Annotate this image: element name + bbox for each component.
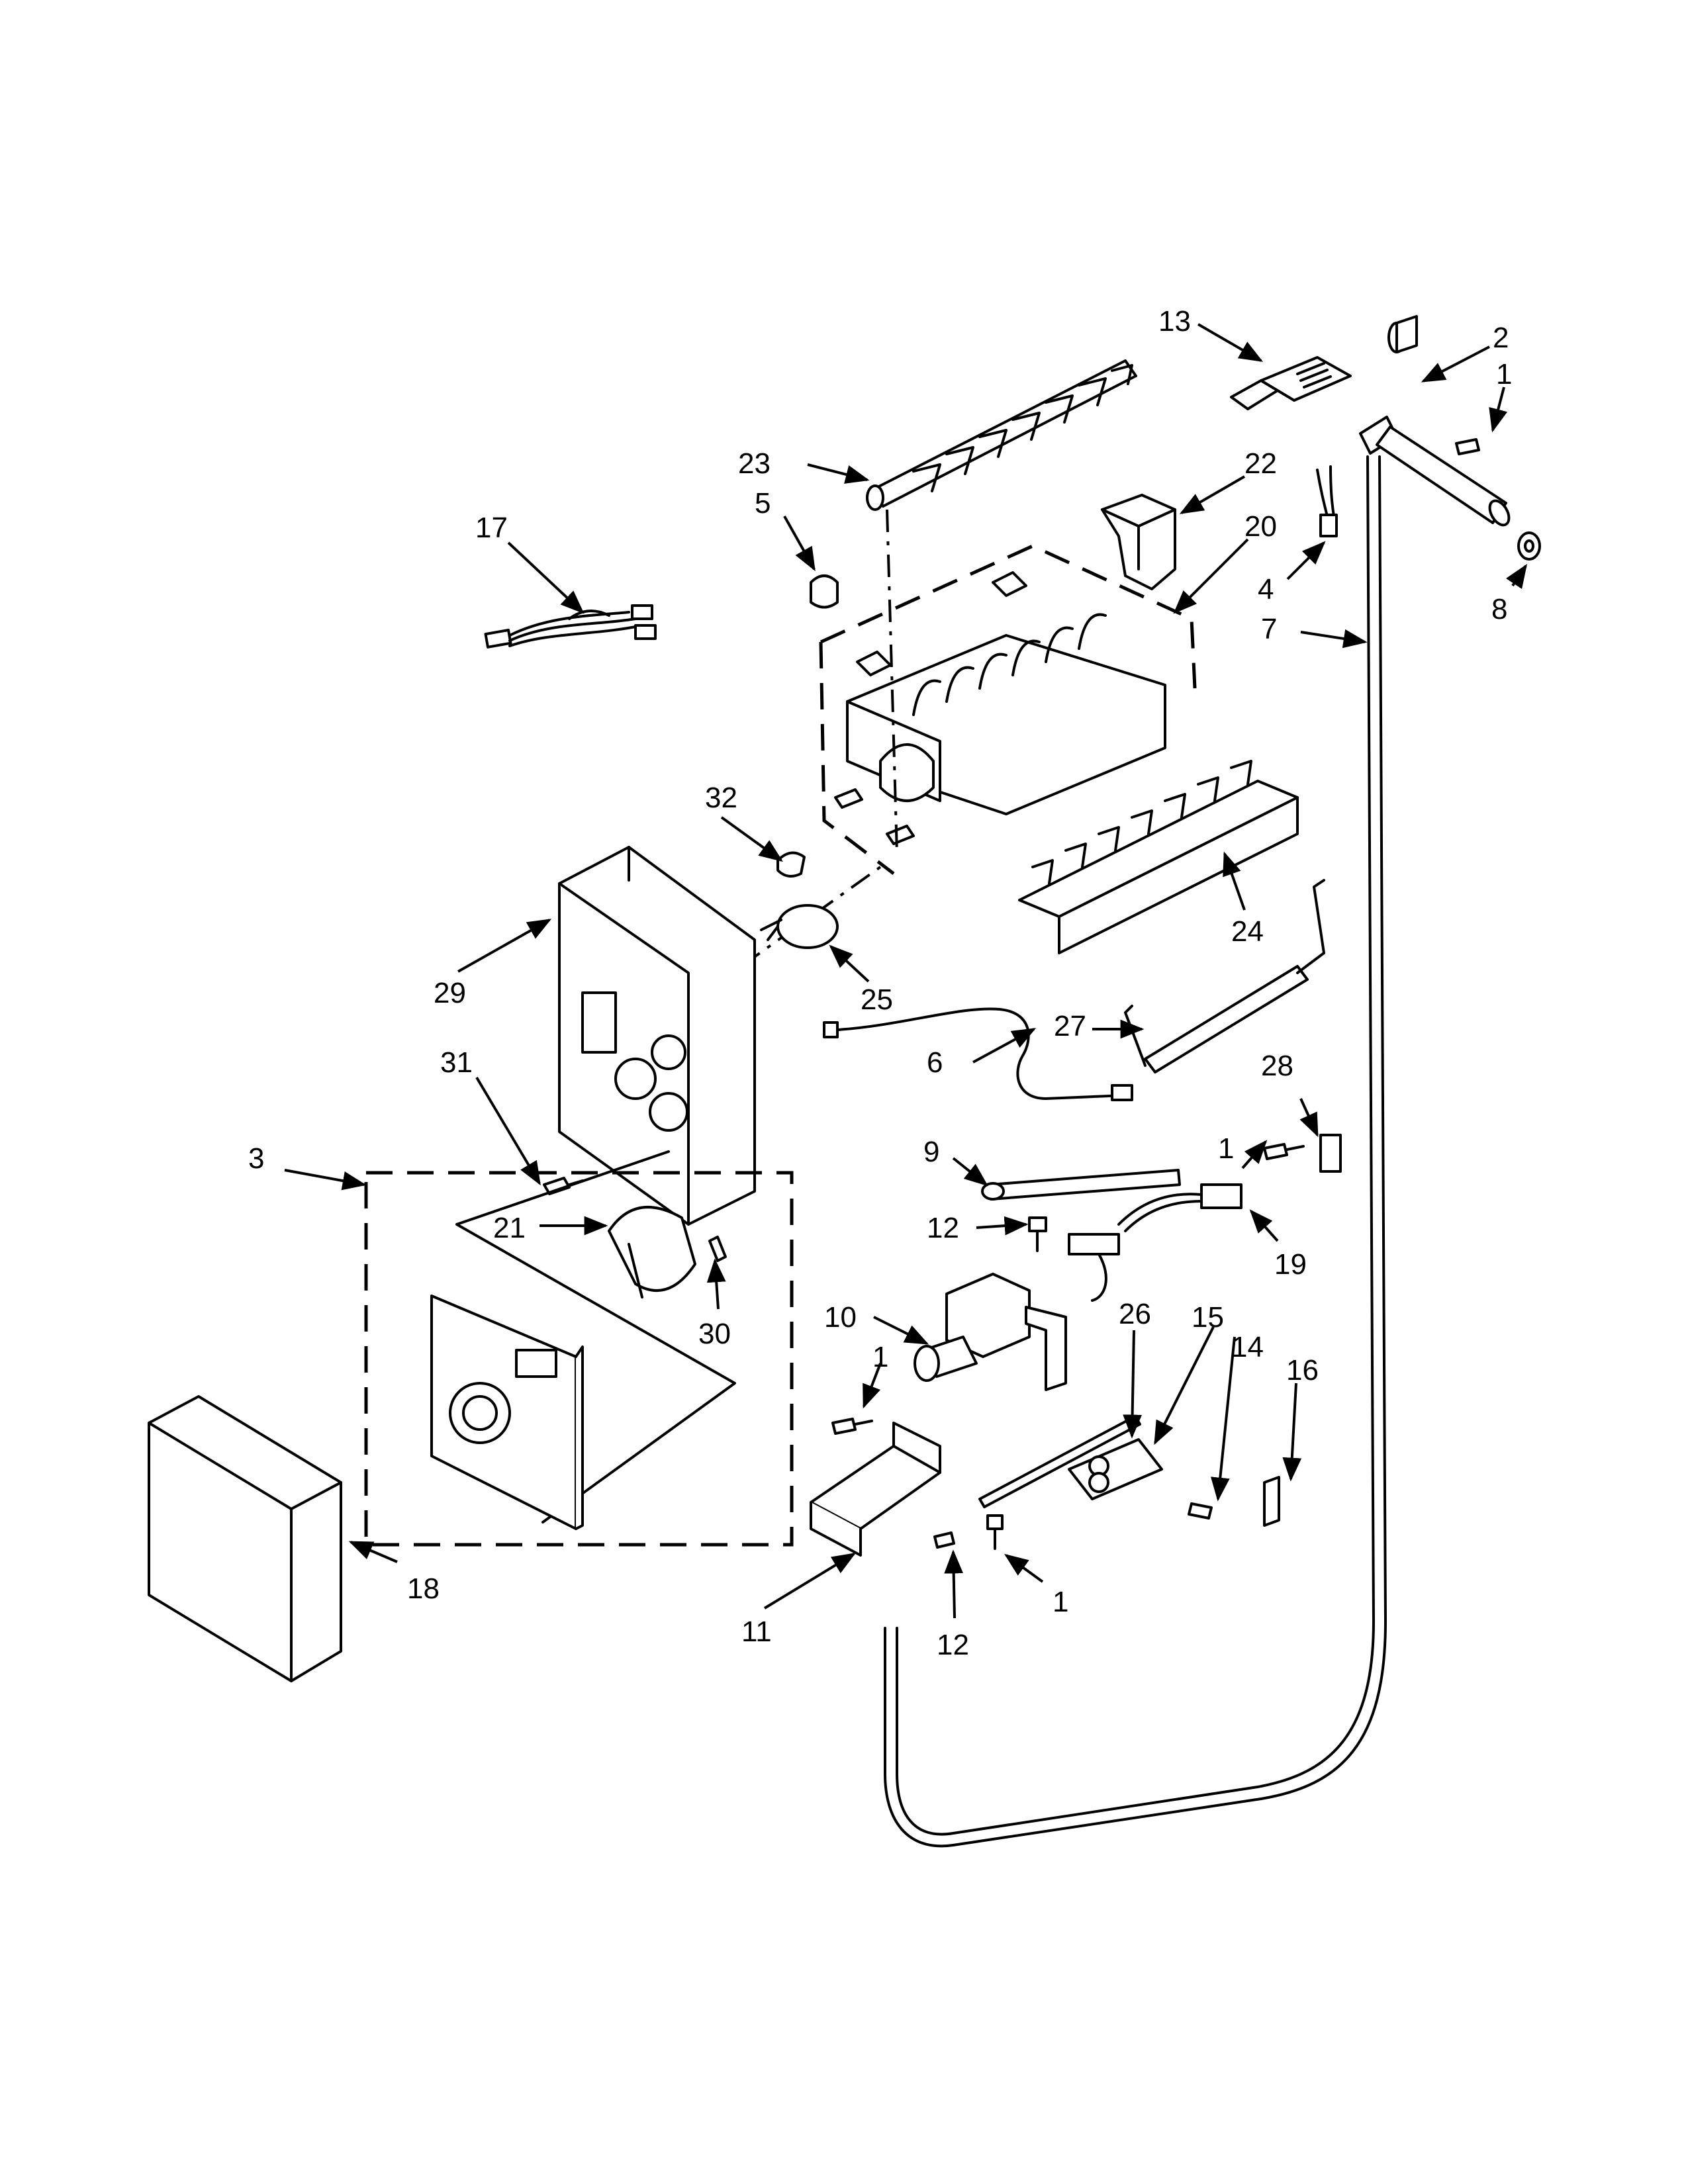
callout-9: 9 bbox=[923, 1136, 939, 1168]
part-motor bbox=[608, 1206, 696, 1298]
part-fill-fitting bbox=[1387, 315, 1418, 353]
part-water-valve bbox=[914, 1273, 1067, 1391]
callout-6: 6 bbox=[927, 1046, 943, 1079]
callout-11: 11 bbox=[741, 1615, 772, 1648]
callout-20: 20 bbox=[1244, 510, 1277, 543]
part-ice-mold bbox=[819, 544, 1197, 875]
callout-4: 4 bbox=[1258, 573, 1274, 606]
part-screw-1-bracket bbox=[831, 1418, 873, 1435]
part-ejector-shaft bbox=[866, 359, 1137, 511]
callout-1: 1 bbox=[1496, 358, 1512, 390]
ice-maker-module-outline bbox=[364, 1171, 794, 1547]
callout-1-heater: 1 bbox=[1053, 1586, 1068, 1618]
part-valve-harness bbox=[1068, 1183, 1243, 1302]
callout-29: 29 bbox=[434, 977, 466, 1009]
module-projection-lines bbox=[455, 1150, 736, 1524]
callout-1-bracket: 1 bbox=[872, 1341, 888, 1373]
callout-7: 7 bbox=[1261, 613, 1277, 645]
part-shutoff-arm bbox=[1124, 879, 1325, 1073]
assembly-axis-vertical bbox=[886, 509, 898, 854]
callout-24: 24 bbox=[1231, 915, 1264, 948]
callout-10: 10 bbox=[824, 1301, 857, 1334]
callout-14: 14 bbox=[1231, 1331, 1264, 1363]
part-water-line bbox=[884, 416, 1511, 1848]
part-control-plate bbox=[430, 1295, 584, 1530]
assembly-axis-motor bbox=[740, 866, 882, 968]
part-screw-12-bottom bbox=[933, 1531, 955, 1549]
callout-16: 16 bbox=[1286, 1354, 1319, 1387]
callout-32: 32 bbox=[705, 782, 737, 814]
part-cover-bracket bbox=[1230, 356, 1352, 410]
callout-27: 27 bbox=[1054, 1010, 1086, 1042]
part-fill-tube bbox=[981, 1169, 1181, 1201]
callout-19: 19 bbox=[1274, 1248, 1307, 1281]
callout-15: 15 bbox=[1192, 1301, 1224, 1334]
callout-26: 26 bbox=[1119, 1298, 1151, 1330]
part-fill-cup bbox=[1101, 494, 1176, 590]
callout-leaders bbox=[284, 323, 1527, 1619]
part-wire-harness bbox=[484, 604, 657, 649]
callout-labels: 13 2 1 23 5 22 20 17 4 7 8 32 25 24 29 2… bbox=[248, 305, 1512, 1661]
callout-5: 5 bbox=[755, 487, 771, 520]
part-thermistor-wire bbox=[823, 1007, 1133, 1101]
callout-28: 28 bbox=[1261, 1050, 1293, 1082]
callout-12-top: 12 bbox=[927, 1212, 959, 1244]
part-thermostat bbox=[760, 904, 839, 949]
part-heater-bracket bbox=[1068, 1438, 1163, 1500]
callout-18: 18 bbox=[407, 1572, 440, 1605]
callout-23: 23 bbox=[738, 447, 771, 480]
callout-12-bottom: 12 bbox=[937, 1629, 969, 1661]
part-screw-30 bbox=[708, 1236, 727, 1262]
part-wire-clip bbox=[1263, 1476, 1280, 1527]
part-screw-14 bbox=[1188, 1502, 1213, 1520]
part-ice-stripper bbox=[1018, 760, 1299, 954]
callout-21: 21 bbox=[493, 1212, 526, 1244]
part-screw-1-heater bbox=[986, 1514, 1004, 1550]
part-clip bbox=[810, 574, 839, 609]
part-module-cover bbox=[148, 1395, 342, 1682]
part-tube-clamp bbox=[1319, 1134, 1342, 1173]
part-retainer-clip bbox=[776, 851, 806, 878]
callout-1-clamp: 1 bbox=[1218, 1132, 1234, 1165]
part-screw-12-top bbox=[1028, 1216, 1047, 1252]
callout-30: 30 bbox=[698, 1318, 731, 1350]
callout-25: 25 bbox=[861, 983, 893, 1016]
part-screw-1-clamp bbox=[1263, 1143, 1305, 1160]
part-valve-bracket bbox=[810, 1422, 941, 1557]
part-washer bbox=[1517, 531, 1541, 561]
callout-8: 8 bbox=[1491, 593, 1507, 625]
callout-2: 2 bbox=[1493, 322, 1509, 354]
part-screw-1-top bbox=[1455, 438, 1480, 455]
callout-3: 3 bbox=[248, 1142, 264, 1175]
part-thermal-fuse bbox=[1316, 465, 1338, 537]
callout-22: 22 bbox=[1244, 447, 1277, 480]
callout-31: 31 bbox=[440, 1046, 473, 1079]
callout-17: 17 bbox=[475, 512, 508, 544]
callout-13: 13 bbox=[1158, 305, 1191, 338]
part-control-housing bbox=[558, 846, 756, 1226]
